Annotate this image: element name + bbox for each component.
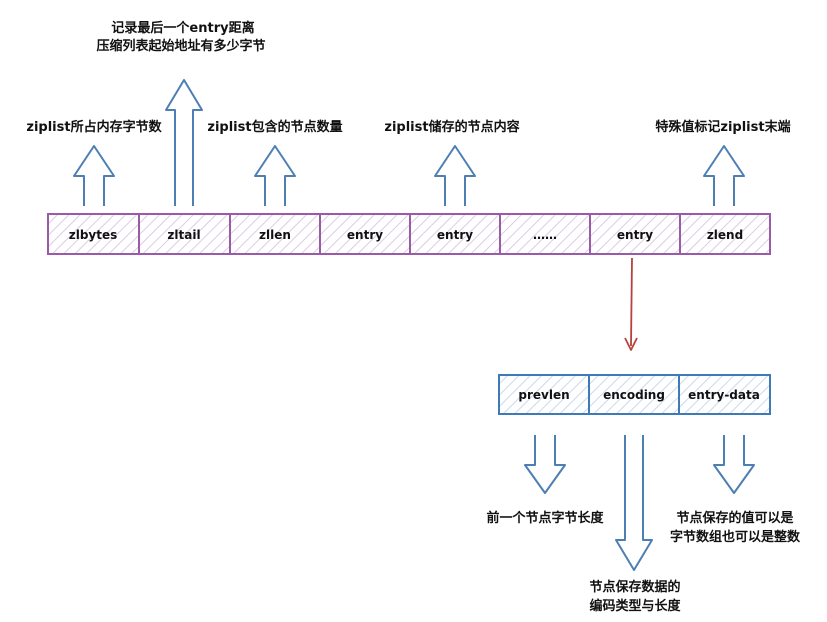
down-arrow-encoding-icon: [615, 435, 653, 571]
ziplist-cell-text-ellipsis: ……: [533, 228, 557, 242]
label-zlbytes: ziplist所占内存字节数: [26, 119, 162, 135]
entry-expand-arrow-icon: [624, 257, 638, 351]
label-zlend: 特殊值标记ziplist末端: [655, 119, 790, 135]
ziplist-cell-ellipsis: [499, 213, 591, 255]
entry-cell-entry-data: [678, 374, 771, 415]
ziplist-cell-text-zllen: zllen: [259, 228, 291, 242]
ziplist-cell-zltail: [138, 213, 231, 255]
ziplist-cell-text-entry-3: entry: [617, 228, 653, 242]
label-data-line2: 字节数组也可以是整数: [670, 529, 801, 545]
down-arrow-prevlen-icon: [524, 435, 566, 494]
label-encoding-line1: 节点保存数据的: [589, 579, 680, 595]
ziplist-cell-zllen: [229, 213, 321, 255]
entry-cell-text-entry-data: entry-data: [688, 388, 760, 402]
entry-cell-prevlen: [498, 374, 590, 415]
up-arrow-zllen-icon: [254, 145, 296, 206]
ziplist-cell-text-zlbytes: zlbytes: [69, 228, 118, 242]
ziplist-cell-zlbytes: [47, 213, 140, 255]
entry-cell-text-encoding: encoding: [603, 388, 665, 402]
entry-cell-text-prevlen: prevlen: [518, 388, 569, 402]
label-zltail-line2: 压缩列表起始地址有多少字节: [96, 38, 265, 54]
label-data-line1: 节点保存的值可以是: [676, 510, 794, 526]
entry-cell-encoding: [588, 374, 680, 415]
down-arrow-entry-data-icon: [713, 435, 755, 494]
label-prevlen: 前一个节点字节长度: [486, 510, 604, 526]
ziplist-cell-zlend: [679, 213, 771, 255]
up-arrow-zlbytes-icon: [73, 145, 115, 206]
ziplist-cell-text-entry-2: entry: [437, 228, 473, 242]
ziplist-row: zlbytes zltail zllen entry entry …… entr…: [47, 213, 771, 255]
up-arrow-zlend-icon: [703, 145, 745, 206]
up-arrow-zltail-icon: [165, 79, 203, 206]
ziplist-cell-entry-2: [409, 213, 501, 255]
ziplist-cell-text-zltail: zltail: [167, 228, 200, 242]
ziplist-cell-text-entry-1: entry: [347, 228, 383, 242]
ziplist-cell-entry-3: [589, 213, 681, 255]
label-zllen: ziplist包含的节点数量: [207, 119, 342, 135]
ziplist-cell-text-zlend: zlend: [707, 228, 743, 242]
label-encoding-line2: 编码类型与长度: [589, 598, 681, 614]
entry-row: prevlen encoding entry-data: [498, 374, 771, 415]
label-zltail-line1: 记录最后一个entry距离: [111, 20, 254, 36]
up-arrow-entries-icon: [434, 145, 476, 206]
label-entries: ziplist储存的节点内容: [384, 119, 519, 135]
